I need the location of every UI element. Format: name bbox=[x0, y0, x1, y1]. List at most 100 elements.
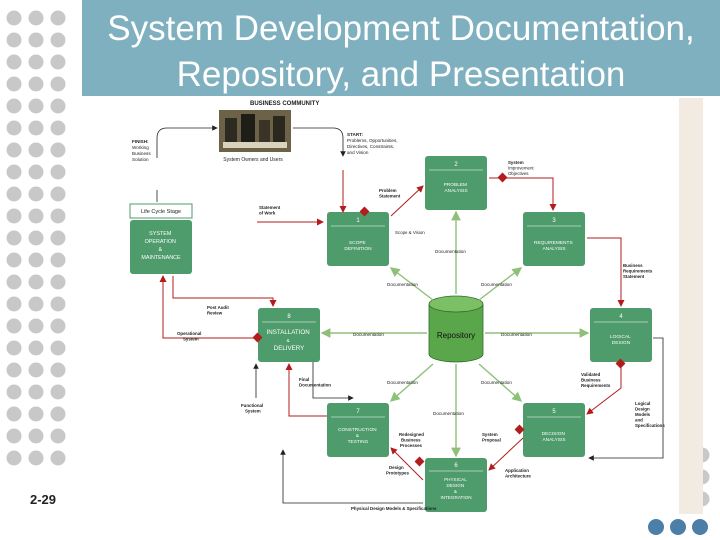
decorative-dot bbox=[50, 340, 66, 356]
label-application-architecture: Application Architecture bbox=[505, 468, 531, 479]
system-operation-maintenance-label: SYSTEM OPERATION & MAINTENANCE bbox=[141, 231, 181, 261]
decorative-dot bbox=[28, 296, 44, 312]
label-physical-design-models: Physical Design Models & Specifications bbox=[351, 506, 437, 511]
decorative-dot bbox=[50, 98, 66, 114]
decorative-dot bbox=[6, 186, 22, 202]
diamond-marker bbox=[514, 424, 525, 435]
phase-4: 4 LOGICAL DESIGN bbox=[590, 308, 652, 362]
documentation-label: Documentation bbox=[387, 380, 418, 385]
documentation-arrows bbox=[320, 210, 590, 458]
phase-4-number: 4 bbox=[619, 314, 623, 320]
doc-arrow-phase5 bbox=[478, 363, 523, 402]
label-design-prototypes: Design Prototypes bbox=[386, 465, 409, 476]
decorative-dot bbox=[50, 384, 66, 400]
decorative-dot bbox=[28, 32, 44, 48]
arrow-community-to-start bbox=[293, 127, 346, 157]
decorative-dot bbox=[28, 142, 44, 158]
decorative-dot bbox=[50, 164, 66, 180]
decorative-dot bbox=[50, 318, 66, 334]
decorative-dot bbox=[6, 76, 22, 92]
decorative-dot bbox=[28, 10, 44, 26]
decorative-dot bbox=[50, 230, 66, 246]
decorative-dot bbox=[6, 340, 22, 356]
life-cycle-stage-label: Life Cycle Stage bbox=[141, 209, 181, 215]
label-final-documentation: Final Documentation bbox=[299, 377, 331, 388]
phase-1-number: 1 bbox=[356, 218, 360, 224]
side-arrows bbox=[253, 337, 664, 504]
phase-6: 6 PHYSICAL DESIGN & INTEGRATION bbox=[425, 458, 487, 512]
decorative-dot bbox=[50, 450, 66, 466]
phase-1: 1 SCOPE DEFINITION bbox=[327, 212, 389, 266]
documentation-label: Documentation bbox=[435, 249, 466, 254]
flow-phase4-to-phase5 bbox=[586, 364, 622, 415]
decorative-dot bbox=[50, 406, 66, 422]
decorative-dot bbox=[28, 230, 44, 246]
phase-3-box bbox=[523, 212, 585, 266]
doc-arrow-phase7 bbox=[389, 363, 434, 402]
doc-arrow-phase3 bbox=[478, 267, 523, 301]
documentation-label: Documentation bbox=[481, 282, 512, 287]
flow-post-audit bbox=[172, 276, 277, 307]
phase-8-number: 8 bbox=[287, 314, 291, 320]
phase-2-label: PROBLEM ANALYSIS bbox=[444, 182, 469, 194]
decorative-dot bbox=[28, 120, 44, 136]
photo-figure bbox=[259, 120, 270, 142]
documentation-label: Documentation bbox=[433, 411, 464, 416]
business-community: BUSINESS COMMUNITY System Owners and Use… bbox=[219, 101, 319, 163]
diagram-right-strip bbox=[679, 98, 703, 514]
decorative-dot bbox=[692, 519, 708, 535]
decorative-dot bbox=[50, 296, 66, 312]
decorative-dot bbox=[50, 428, 66, 444]
decorative-dot bbox=[50, 120, 66, 136]
phase-8: 8 INSTALLATION & DELIVERY bbox=[258, 308, 320, 362]
slide-title: System Development Documentation, Reposi… bbox=[82, 6, 720, 98]
documentation-labels: Documentation Documentation Documentatio… bbox=[353, 249, 532, 416]
title-band bbox=[82, 0, 720, 96]
decorative-dot bbox=[6, 10, 22, 26]
phase-2: 2 PROBLEM ANALYSIS bbox=[425, 156, 487, 210]
life-cycle-stage: Life Cycle Stage SYSTEM OPERATION & MAIN… bbox=[129, 203, 193, 274]
phase-7-label: CONSTRUCTION & TESTING bbox=[338, 427, 378, 445]
label-business-requirements: Business Requirements Statement bbox=[623, 263, 654, 279]
decorative-dot bbox=[28, 450, 44, 466]
phase-7: 7 CONSTRUCTION & TESTING bbox=[327, 403, 389, 457]
title-line-1: System Development Documentation, bbox=[107, 9, 695, 48]
decorative-dot bbox=[28, 384, 44, 400]
decorative-dot bbox=[28, 406, 44, 422]
flow-phase5-to-phase6 bbox=[488, 437, 524, 471]
flow-phase1-to-phase2 bbox=[390, 185, 424, 217]
flow-phase8-to-operation bbox=[159, 275, 258, 339]
phase-7-box bbox=[327, 403, 389, 457]
slide-number: 2-29 bbox=[30, 492, 57, 507]
phase-4-label: LOGICAL DESIGN bbox=[610, 334, 632, 346]
decorative-dot bbox=[6, 164, 22, 180]
finish-label: FINISH: Working Business Solution bbox=[132, 139, 152, 162]
decorative-dot bbox=[28, 428, 44, 444]
documentation-label: Documentation bbox=[501, 332, 532, 337]
decorative-dot bbox=[50, 10, 66, 26]
phase-1-box bbox=[327, 212, 389, 266]
phase-6-label: PHYSICAL DESIGN & INTEGRATION bbox=[440, 477, 471, 500]
diamond-marker bbox=[615, 358, 626, 369]
decorative-dot bbox=[28, 164, 44, 180]
decorative-dot bbox=[6, 54, 22, 70]
phase-1-label: SCOPE DEFINITION bbox=[344, 240, 372, 252]
phase-8-label: INSTALLATION & DELIVERY bbox=[267, 329, 312, 352]
owners-users-label: System Owners and Users bbox=[223, 157, 283, 163]
repository-label: Repository bbox=[437, 331, 475, 340]
label-scope-vision: Scope & Vision bbox=[395, 230, 425, 235]
phase-8-box bbox=[258, 308, 320, 362]
sdlc-diagram: BUSINESS COMMUNITY System Owners and Use… bbox=[129, 101, 665, 512]
decorative-dot bbox=[6, 296, 22, 312]
decorative-dot bbox=[50, 142, 66, 158]
phase-4-box bbox=[590, 308, 652, 362]
system-operation-maintenance-box bbox=[130, 220, 192, 274]
arrow-final-doc bbox=[312, 362, 354, 401]
photo-table bbox=[223, 142, 287, 148]
documentation-label: Documentation bbox=[353, 332, 384, 337]
title-line-2: Repository, and Presentation bbox=[176, 55, 626, 94]
decorative-dot bbox=[6, 32, 22, 48]
label-validated-requirements: Validated Business Requirements bbox=[581, 372, 611, 388]
